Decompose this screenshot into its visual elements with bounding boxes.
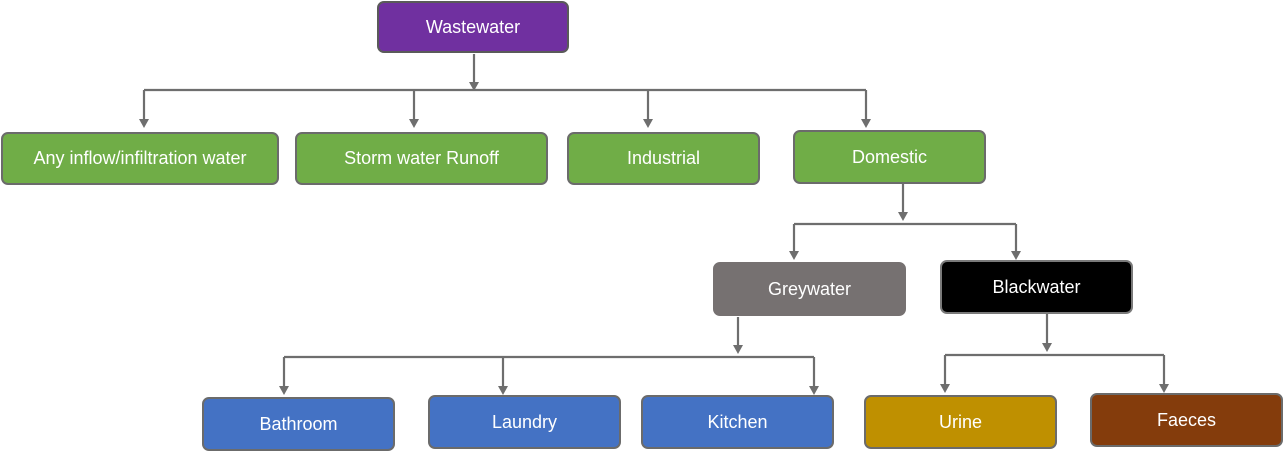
arrow-head (1042, 343, 1052, 352)
node-urine-label: Urine (938, 411, 982, 432)
arrow-head (469, 82, 479, 91)
node-storm-water-runoff: Storm water Runoff (295, 132, 548, 185)
arrow-head (643, 119, 653, 128)
node-domestic: Domestic (793, 130, 986, 184)
node-faeces-label: Faeces (1156, 409, 1217, 430)
arrow-head (861, 119, 871, 128)
arrow-head (898, 212, 908, 221)
node-blackwater: Blackwater (940, 260, 1133, 314)
node-faeces: Faeces (1090, 393, 1283, 447)
arrow-head (409, 119, 419, 128)
arrow-head (789, 251, 799, 260)
arrow-head (940, 384, 950, 393)
node-industrial-label: Industrial (626, 148, 701, 168)
node-urine: Urine (864, 395, 1057, 449)
node-inflow-label: Any inflow/infiltration water (33, 148, 247, 168)
arrow-head (733, 345, 743, 354)
arrow-head (498, 386, 508, 395)
arrow-head (1159, 384, 1169, 393)
node-storm-label: Storm water Runoff (344, 148, 499, 168)
node-greywater: Greywater (713, 262, 906, 316)
node-wastewater: Wastewater (377, 1, 569, 53)
node-greywater-label: Greywater (767, 278, 852, 299)
node-inflow-infiltration: Any inflow/infiltration water (1, 132, 279, 185)
arrow-head (279, 386, 289, 395)
node-domestic-label: Domestic (851, 146, 927, 167)
node-laundry: Laundry (428, 395, 621, 449)
node-blackwater-label: Blackwater (992, 276, 1081, 297)
node-wastewater-label: Wastewater (425, 16, 521, 37)
node-laundry-label: Laundry (491, 411, 558, 432)
arrow-head (1011, 251, 1021, 260)
arrow-head (139, 119, 149, 128)
node-bathroom-label: Bathroom (259, 413, 338, 434)
arrow-head (809, 386, 819, 395)
node-industrial: Industrial (567, 132, 760, 185)
node-kitchen-label: Kitchen (707, 411, 768, 432)
node-kitchen: Kitchen (641, 395, 834, 449)
node-bathroom: Bathroom (202, 397, 395, 451)
